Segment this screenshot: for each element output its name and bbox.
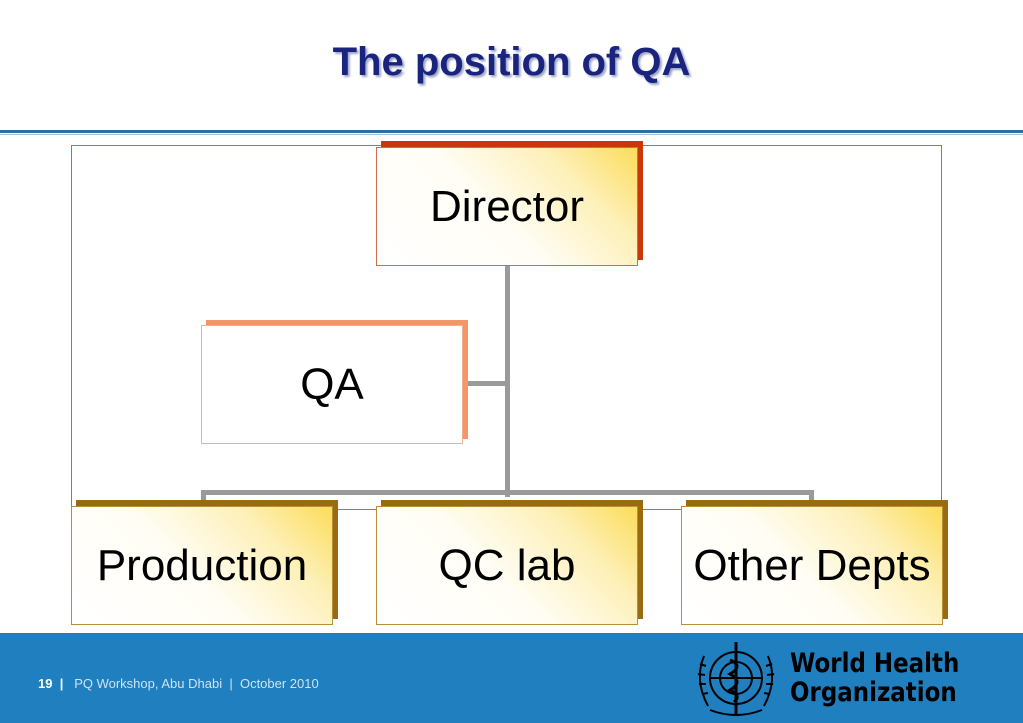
qc-lab-box[interactable]: QC lab: [376, 506, 638, 625]
other-depts-box[interactable]: Other Depts: [681, 506, 943, 625]
event-date: October 2010: [239, 676, 319, 691]
other-depts-label: Other Depts: [693, 540, 931, 590]
director-label: Director: [429, 181, 585, 231]
separator: |: [229, 676, 233, 691]
who-emblem-icon: [697, 642, 775, 716]
who-name-line1: World Health: [790, 648, 960, 679]
connector-qa: [463, 381, 508, 386]
qa-box[interactable]: QA: [201, 325, 463, 444]
title-divider: [0, 130, 1023, 133]
footer-text: 19 | PQ Workshop, Abu Dhabi | October 20…: [38, 676, 319, 691]
connector-production: [201, 490, 206, 502]
separator: |: [59, 676, 64, 691]
footer-bar: [0, 633, 1023, 723]
director-box[interactable]: Director: [376, 147, 638, 266]
qc-lab-label: QC lab: [438, 540, 576, 590]
production-box[interactable]: Production: [71, 506, 333, 625]
title-divider-light: [0, 134, 1023, 135]
who-name-line2: Organization: [790, 677, 957, 708]
slide-title: The position of QA: [332, 40, 691, 84]
connector-other: [809, 490, 814, 502]
page-number: 19: [38, 676, 53, 691]
qa-label: QA: [300, 359, 364, 409]
production-label: Production: [96, 540, 308, 590]
event-name: PQ Workshop, Abu Dhabi: [74, 676, 223, 691]
who-logo: World Health Organization: [690, 636, 989, 720]
connector-horizontal: [201, 490, 814, 495]
who-name: World Health Organization: [790, 649, 959, 707]
